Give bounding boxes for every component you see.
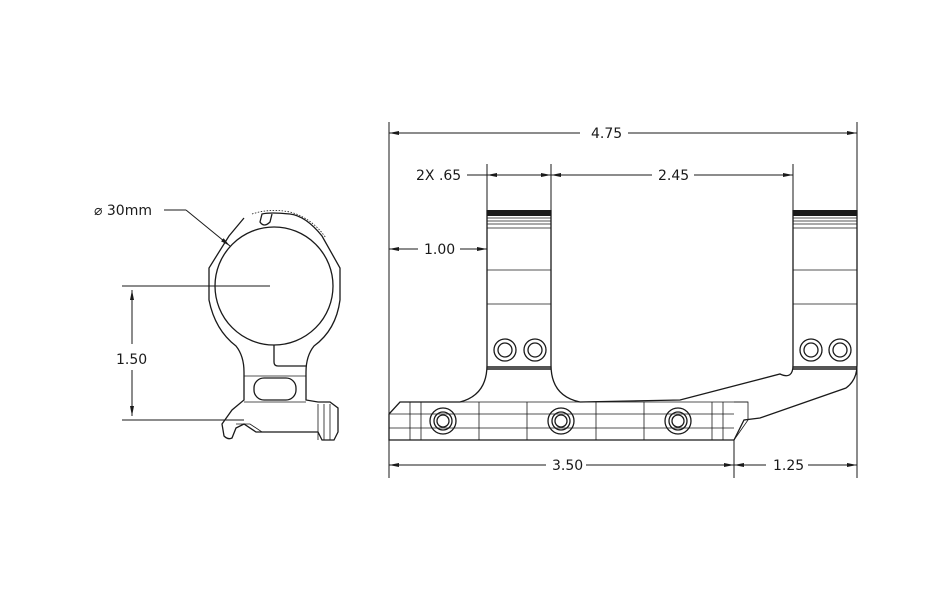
dim-ring-width: 2X .65 [416, 168, 461, 184]
cross-bolt-slot [253, 377, 297, 401]
dim-ring-spacing: 2.45 [658, 168, 689, 184]
ring-outer-profile [208, 212, 341, 441]
front-view: 4.75 2X .65 2.45 1.00 3.50 1.25 [388, 122, 858, 478]
dim-overall-length: 4.75 [591, 126, 622, 142]
base-screw [429, 407, 457, 435]
dim-offset: 1.00 [424, 242, 455, 258]
base-screw [664, 407, 692, 435]
ring-rear [793, 210, 857, 370]
ring-front [487, 210, 551, 370]
dim-height-1-50: 1.50 [116, 352, 147, 368]
split-slot [273, 345, 306, 367]
dim-diameter-30mm: ⌀ 30mm [94, 203, 152, 219]
dim-base-length: 3.50 [552, 458, 583, 474]
knurl-edge [251, 210, 327, 239]
base-screw [547, 407, 575, 435]
mount-body-outline [388, 210, 858, 441]
side-view: 1.50 ⌀ 30mm [94, 203, 341, 441]
rail-slots [409, 402, 724, 440]
dim-cantilever-length: 1.25 [773, 458, 804, 474]
